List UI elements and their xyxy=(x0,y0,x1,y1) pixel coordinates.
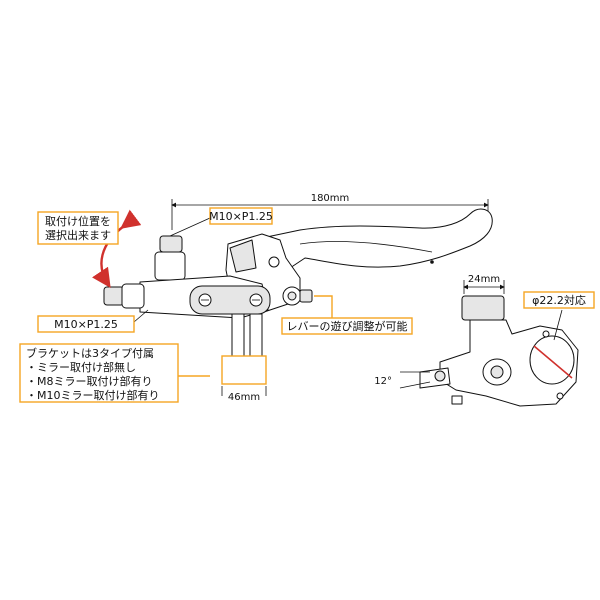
thread-top-label: M10×P1.25 xyxy=(209,210,273,223)
play-adjust-label: レバーの遊び調整が可能 xyxy=(287,319,408,333)
leader-play-adjust xyxy=(314,295,333,318)
diameter-label: φ22.2対応 xyxy=(532,293,586,307)
bar-clamp-ring xyxy=(529,335,575,385)
leader-thread-side xyxy=(133,309,149,323)
bracket-type-2: ・M8ミラー取付け部有り xyxy=(26,374,153,388)
clamp-width-label: 24mm xyxy=(468,274,500,285)
lever-blade xyxy=(261,208,493,273)
handlebar-clamp xyxy=(189,285,271,315)
banjo-bolt-top xyxy=(159,235,183,253)
side-view-drawing xyxy=(399,280,579,407)
bracket-types-title: ブラケットは3タイプ付属 xyxy=(26,346,154,360)
lever-bracket-plate xyxy=(229,239,257,273)
diameter-marker-line xyxy=(533,345,573,379)
leader-thread-top xyxy=(169,217,211,237)
banjo-fitting-side xyxy=(121,283,145,309)
mount-position-line1: 取付け位置を xyxy=(45,214,111,228)
bracket-types-callout xyxy=(19,343,179,403)
bracket-width-label: 46mm xyxy=(228,392,260,403)
thread-top-callout xyxy=(209,207,273,225)
bracket-type-1: ・ミラー取付け部無し xyxy=(26,360,136,374)
side-clamp-top xyxy=(461,295,505,321)
lever-detail-dot xyxy=(430,260,434,264)
play-adjust-callout xyxy=(281,317,413,335)
mount-position-line2: 選択出来ます xyxy=(45,228,111,242)
main-lever-drawing xyxy=(92,199,493,396)
overall-length-label: 180mm xyxy=(311,193,350,204)
angle-label: 12° xyxy=(374,376,392,387)
bracket-type-3: ・M10ミラー取付け部有り xyxy=(26,388,160,402)
play-adjuster-screw xyxy=(299,289,313,303)
lever-edge-line xyxy=(299,241,433,253)
diameter-callout xyxy=(523,291,595,309)
banjo-fitting-top xyxy=(154,251,186,281)
mount-position-callout xyxy=(37,211,119,245)
leader-diameter xyxy=(553,309,563,341)
thread-side-label: M10×P1.25 xyxy=(54,318,118,331)
thread-side-callout xyxy=(37,315,135,333)
banjo-bolt-side xyxy=(103,286,125,306)
pivot-bolt xyxy=(268,256,280,268)
bracket-highlight-box xyxy=(221,355,267,385)
